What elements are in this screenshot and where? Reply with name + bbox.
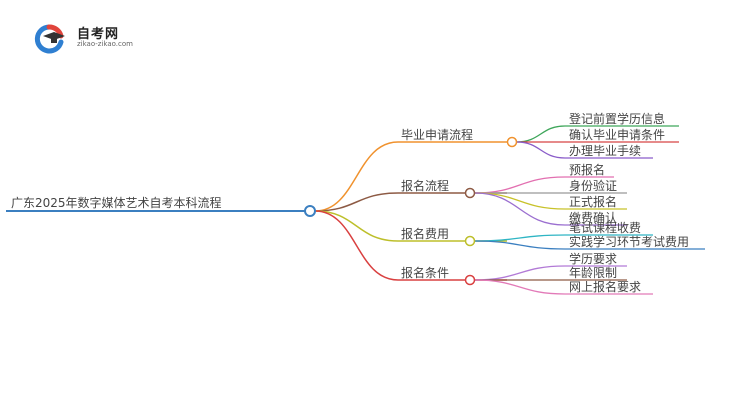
leaf-node-label[interactable]: 笔试课程收费 xyxy=(569,220,641,235)
leaf-node-label[interactable]: 实践学习环节考试费用 xyxy=(569,234,689,249)
branch-node-label[interactable]: 报名流程 xyxy=(401,178,449,193)
leaf-edge xyxy=(474,234,566,242)
branch-node-handle[interactable] xyxy=(506,136,518,148)
leaf-node-label[interactable]: 办理毕业手续 xyxy=(569,143,641,158)
leaf-edge xyxy=(474,265,566,281)
site-logo[interactable]: 自考网 zikao-zikao.com xyxy=(28,18,148,58)
leaf-node-label[interactable]: 网上报名要求 xyxy=(569,279,641,294)
leaf-edge xyxy=(474,192,566,210)
root-node-handle[interactable] xyxy=(304,205,316,217)
leaf-node-label[interactable]: 确认毕业申请条件 xyxy=(569,128,665,142)
leaf-edge xyxy=(474,192,566,226)
logo-title: 自考网 xyxy=(77,27,120,42)
branch-node-label[interactable]: 报名条件 xyxy=(401,265,449,280)
leaf-node-label[interactable]: 学历要求 xyxy=(569,251,617,266)
branch-edge xyxy=(314,210,399,281)
graduation-cap-icon xyxy=(34,24,65,54)
branch-node-handle[interactable] xyxy=(464,274,476,286)
branch-node-handle[interactable] xyxy=(464,187,476,199)
branch-edge xyxy=(314,210,399,242)
leaf-edge xyxy=(474,240,566,250)
leaf-node-label[interactable]: 正式报名 xyxy=(569,194,617,209)
branch-edge xyxy=(314,192,399,212)
logo-subtitle: zikao-zikao.com xyxy=(77,40,133,48)
leaf-edge xyxy=(474,176,566,194)
leaf-edge xyxy=(516,141,566,159)
root-node-label[interactable]: 广东2025年数字媒体艺术自考本科流程 xyxy=(11,195,222,210)
leaf-node-label[interactable]: 身份验证 xyxy=(569,178,617,193)
branch-edge xyxy=(314,141,399,212)
branch-node-label[interactable]: 报名费用 xyxy=(401,226,449,241)
leaf-edge xyxy=(516,125,566,143)
leaf-node-label[interactable]: 年龄限制 xyxy=(569,266,617,280)
leaf-node-label[interactable]: 登记前置学历信息 xyxy=(569,111,665,126)
leaf-node-label[interactable]: 预报名 xyxy=(569,162,605,177)
branch-node-label[interactable]: 毕业申请流程 xyxy=(401,127,473,142)
leaf-node-label[interactable]: 缴费确认 xyxy=(569,210,617,225)
leaf-edge xyxy=(474,279,566,295)
branch-node-handle[interactable] xyxy=(464,235,476,247)
